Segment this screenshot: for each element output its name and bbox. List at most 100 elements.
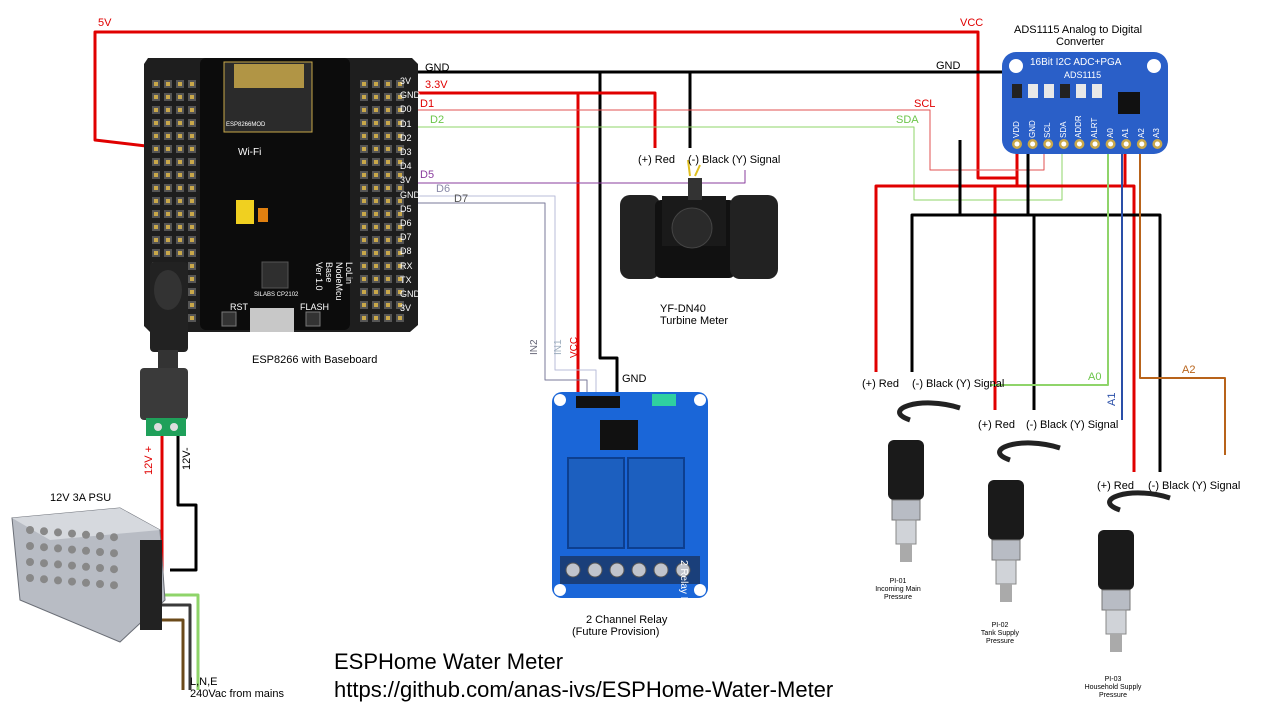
label-5v: 5V: [98, 17, 112, 29]
relay-input-header: [576, 396, 620, 408]
wire-d5: [398, 170, 746, 184]
psu-vent: [54, 560, 62, 569]
esp-pin-gnd: GND: [400, 90, 420, 101]
label-sda: SDA: [896, 114, 919, 126]
psu-vent: [96, 548, 104, 556]
relay-2: [627, 457, 685, 549]
psu-plus-label: 12V +: [143, 445, 155, 475]
label-d6: D6: [436, 183, 451, 195]
relay-screw: [675, 562, 691, 578]
relay-screw: [587, 562, 603, 578]
ads-board-title: 16Bit I2C ADC+PGA: [1030, 57, 1122, 68]
psu-vent: [82, 530, 90, 539]
psu-vent: [110, 565, 118, 574]
psu-vent: [68, 561, 76, 570]
esp-pin-3v: 3V: [400, 76, 412, 86]
psu-vent: [68, 529, 76, 538]
esp-brand-line: NodeMcu: [334, 262, 344, 301]
label-d1: D1: [420, 98, 435, 110]
psu-minus-label: 12V-: [181, 447, 193, 470]
psu-vent: [110, 549, 118, 558]
label-gnd-top: GND: [425, 62, 450, 74]
relay-vcc-label: VCC: [569, 336, 580, 358]
psu-vent: [54, 544, 62, 553]
relay-screw: [565, 562, 581, 578]
ads-pin-holes: [1012, 139, 1163, 149]
wifi-antenna: [234, 64, 304, 88]
ads-pin-a2: A2: [1136, 128, 1146, 138]
pressure-sensor-1: [888, 400, 961, 562]
esp-pin-d8: D8: [400, 246, 412, 257]
psu-vent: [68, 545, 76, 554]
dc-adapter-body: [140, 368, 188, 420]
psu-vent: [96, 532, 104, 540]
label-scl: SCL: [914, 98, 936, 110]
wire-ads-vcc-bus: [874, 178, 1019, 372]
esp-pin-d5: D5: [400, 203, 412, 214]
cp2102-label: SILABS CP2102: [254, 292, 299, 298]
sensor3-red-label: (+) Red: [1097, 480, 1134, 492]
pressure-sensor-3: [1098, 490, 1171, 652]
esp-pin-d7: D7: [400, 232, 412, 243]
ads-pin-scl: SCL: [1043, 122, 1053, 138]
wire-d2-sda: [398, 126, 1063, 201]
wire-mains-l: [150, 618, 185, 690]
esp-pin-d1: D1: [400, 118, 412, 129]
footer-url[interactable]: https://github.com/anas-ivs/ESPHome-Wate…: [334, 677, 834, 702]
sensor2-black-label: (-) Black (Y) Signal: [1026, 419, 1119, 431]
ads-pin-a0: A0: [1105, 128, 1115, 138]
ads-pin-alrt: ALRT: [1090, 117, 1099, 138]
psu-vent: [26, 558, 34, 566]
ads-caption-1: ADS1115 Analog to Digital: [1014, 24, 1143, 36]
flash-label: FLASH: [300, 302, 330, 312]
psu-vent: [26, 542, 34, 550]
psu-vent: [40, 575, 48, 584]
sensor2-red-label: (+) Red: [978, 419, 1015, 431]
esp-pin-tx: TX: [400, 274, 412, 285]
mains-label-1: L,N,E: [190, 676, 218, 688]
relay-board: [552, 392, 708, 598]
flash-button: [305, 311, 321, 327]
wire-d6: [398, 195, 597, 392]
ads-pin-gnd: GND: [1027, 120, 1037, 138]
relay-caption-1: 2 Channel Relay: [586, 614, 668, 626]
psu-vent: [110, 581, 118, 590]
ads-pin-a3: A3: [1152, 128, 1162, 138]
wire-psu-minus: [170, 432, 198, 572]
psu-vent: [26, 526, 34, 534]
psu-vent: [96, 564, 104, 572]
footer-title: ESPHome Water Meter: [334, 649, 564, 674]
rst-label: RST: [230, 302, 248, 312]
relay-caption-2: (Future Provision): [572, 626, 660, 638]
ads-pin-a1: A1: [1121, 128, 1131, 138]
flow-black-label: (-) Black (Y) Signal: [688, 154, 781, 166]
relay-screw: [631, 562, 647, 578]
esp-brand-line: Ver 1.0: [314, 262, 324, 291]
ads-pin-vdd: VDD: [1012, 121, 1021, 138]
module-label: ESP8266MOD: [226, 122, 266, 128]
esp-pin-d0: D0: [400, 104, 412, 115]
psu-vent: [82, 562, 90, 571]
label-d7: D7: [454, 193, 469, 205]
pressure-sensor-2: [988, 440, 1061, 602]
relay-in2-label: IN2: [529, 339, 540, 355]
esp-pin-d3: D3: [400, 147, 412, 157]
sensor1-red-label: (+) Red: [862, 378, 899, 390]
rst-button: [221, 311, 237, 327]
psu-vent: [26, 574, 34, 582]
ads-pin-addr: ADDR: [1074, 115, 1084, 138]
label-vcc: VCC: [960, 17, 984, 29]
ads-caption-2: Converter: [1056, 36, 1105, 48]
wire-d1-scl: [398, 109, 1045, 171]
label-3v3: 3.3V: [425, 79, 448, 91]
pressure-sensors: [888, 400, 1171, 652]
cp2102-chip: [261, 261, 289, 289]
label-a1: A1: [1106, 392, 1118, 406]
relay-screw: [609, 562, 625, 578]
psu-vent: [54, 528, 62, 537]
